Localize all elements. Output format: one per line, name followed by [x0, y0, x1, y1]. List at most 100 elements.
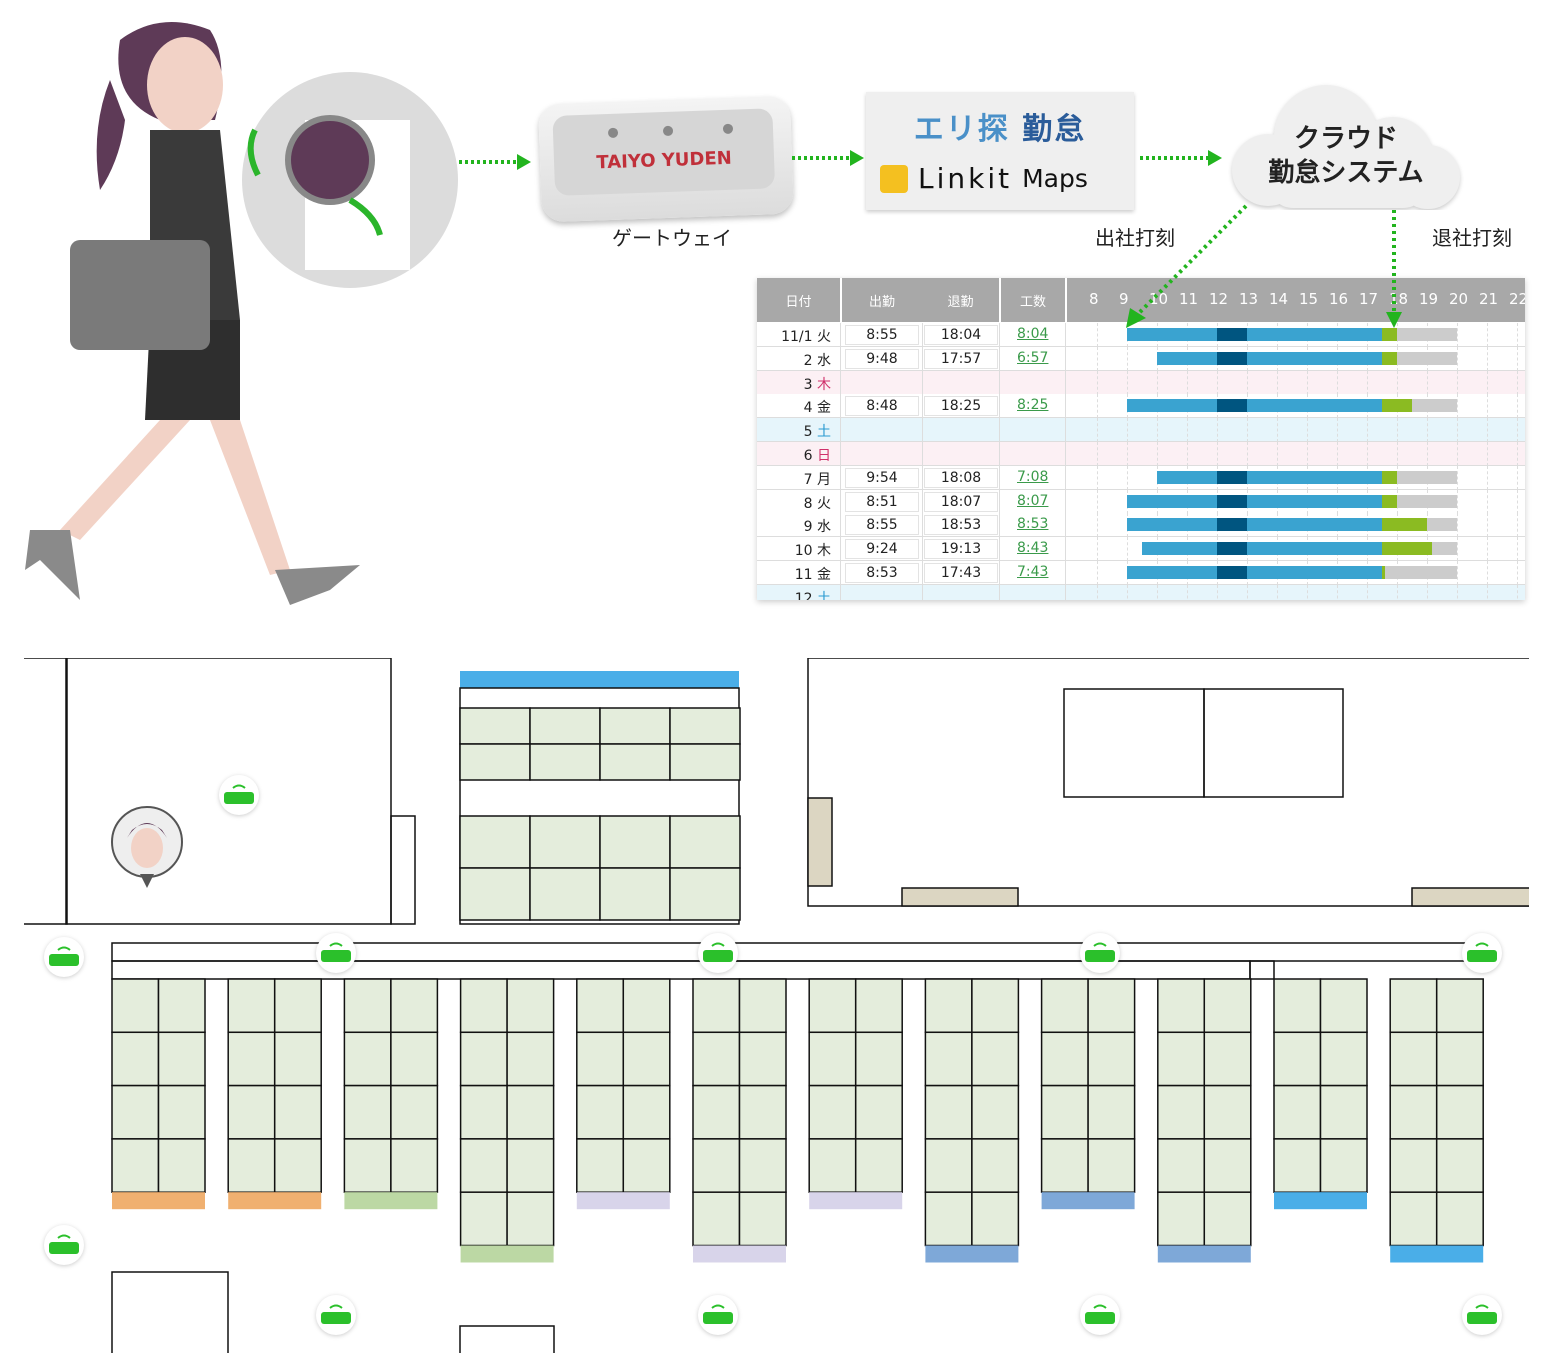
bar-overtime: [1382, 351, 1397, 365]
arrow-to-cloud: [1140, 150, 1222, 166]
desk-strip: [1157, 1245, 1251, 1263]
clock-in-time[interactable]: 8:55: [845, 325, 919, 345]
floor-element: [111, 1271, 229, 1353]
clock-out-time[interactable]: 17:57: [924, 348, 998, 369]
bar-overtime: [1382, 518, 1427, 532]
row-date: 7 月: [803, 471, 831, 488]
clock-in-time[interactable]: 8:55: [845, 515, 919, 536]
clock-in-time[interactable]: 9:54: [845, 467, 919, 488]
clock-in-time[interactable]: 8:51: [845, 491, 919, 512]
floor-element: [807, 797, 833, 887]
floor-element: [1085, 1312, 1115, 1324]
desk-strip: [693, 1245, 786, 1263]
floor-element: [111, 978, 160, 1034]
clock-out-time[interactable]: 17:43: [924, 563, 998, 583]
row-date: 9 水: [803, 519, 831, 536]
row-dow: 火: [817, 329, 831, 345]
row-dow: 木: [817, 376, 831, 393]
clock-out-time[interactable]: 18:08: [924, 467, 998, 488]
linkit-logo-icon: [880, 164, 908, 193]
floor-element: [1389, 1191, 1438, 1247]
floor-element: [1435, 978, 1484, 1034]
work-hours-link[interactable]: 8:25: [1017, 397, 1049, 414]
row-dow: 水: [817, 352, 831, 369]
floor-element: [738, 1031, 787, 1087]
beacon-gateway-icon: [219, 775, 259, 815]
floor-element: [738, 978, 787, 1034]
floor-element: [1319, 1031, 1368, 1087]
work-hours-link[interactable]: 7:43: [1017, 564, 1049, 580]
floor-element: [924, 978, 973, 1034]
floor-element: [111, 1138, 160, 1193]
floor-element: [1040, 1031, 1089, 1087]
bar-overtime: [1382, 566, 1385, 579]
desk-strip: [809, 1192, 903, 1210]
floor-element: [576, 1138, 625, 1193]
clock-out-time[interactable]: 18:07: [924, 491, 998, 512]
floor-element: [971, 1138, 1020, 1193]
floor-element: [599, 707, 671, 745]
cloud-line1: クラウド: [1293, 124, 1398, 154]
floor-element: [459, 1191, 508, 1247]
floor-element: [506, 1191, 555, 1247]
clock-out-time[interactable]: 19:13: [924, 539, 998, 560]
floor-element: [459, 743, 531, 781]
floor-element: [65, 658, 68, 925]
bar-overtime: [1382, 328, 1397, 341]
floor-element: [227, 1138, 276, 1193]
floor-element: [506, 1084, 555, 1140]
bar-work: [1127, 518, 1382, 532]
beacon-gateway-icon: [316, 933, 356, 973]
clock-in-time[interactable]: 9:24: [845, 539, 919, 560]
work-hours-link[interactable]: 8:07: [1017, 492, 1049, 509]
desk-strip: [925, 1245, 1019, 1263]
floor-element: [924, 1138, 973, 1193]
clock-in-time[interactable]: 8:48: [845, 396, 919, 417]
floor-element: [459, 1138, 508, 1193]
floor-element: [901, 887, 1019, 907]
hour-tick: 10: [1149, 290, 1169, 308]
row-dow: 金: [817, 567, 831, 583]
clock-in-time[interactable]: 8:53: [845, 563, 919, 583]
header-timeline: [1067, 278, 1525, 322]
table-row: 5 土: [757, 418, 1525, 443]
bar-work: [1142, 542, 1382, 556]
floor-element: [1040, 1138, 1089, 1193]
floor-element: [808, 978, 857, 1034]
employee-location-marker: [111, 806, 183, 888]
floor-element: [808, 1031, 857, 1087]
floor-element: [227, 1084, 276, 1140]
work-hours-link[interactable]: 8:04: [1017, 326, 1049, 342]
bar-break: [1217, 518, 1247, 532]
clock-out-time[interactable]: 18:25: [924, 396, 998, 417]
hour-tick: 14: [1269, 290, 1289, 308]
floor-element: [1040, 978, 1089, 1034]
beacon-gateway-icon: [44, 937, 84, 977]
row-dow: 木: [817, 543, 831, 560]
clock-out-time[interactable]: 18:53: [924, 515, 998, 536]
floor-element: [807, 658, 1529, 907]
floor-element: [390, 1084, 439, 1140]
floor-element: [808, 1138, 857, 1193]
gateway-caption: ゲートウェイ: [612, 226, 732, 250]
work-hours-link[interactable]: 8:43: [1017, 540, 1049, 557]
work-hours-link[interactable]: 7:08: [1017, 468, 1049, 485]
floor-element: [854, 978, 903, 1034]
floor-element: [506, 978, 555, 1034]
row-date: 4 金: [803, 400, 831, 417]
floor-element: [343, 1138, 392, 1193]
floor-element: [1273, 978, 1322, 1034]
clock-in-time[interactable]: 9:48: [845, 348, 919, 369]
work-hours-link[interactable]: 8:53: [1017, 516, 1049, 533]
floor-element: [622, 1138, 671, 1193]
clock-out-time[interactable]: 18:04: [924, 325, 998, 345]
floor-element: [529, 743, 601, 781]
floor-element: [1087, 978, 1136, 1034]
work-hours-link[interactable]: 6:57: [1017, 349, 1049, 366]
floor-element: [692, 978, 741, 1034]
beacon-gateway-icon: [1462, 933, 1502, 973]
floor-element: [599, 743, 671, 781]
